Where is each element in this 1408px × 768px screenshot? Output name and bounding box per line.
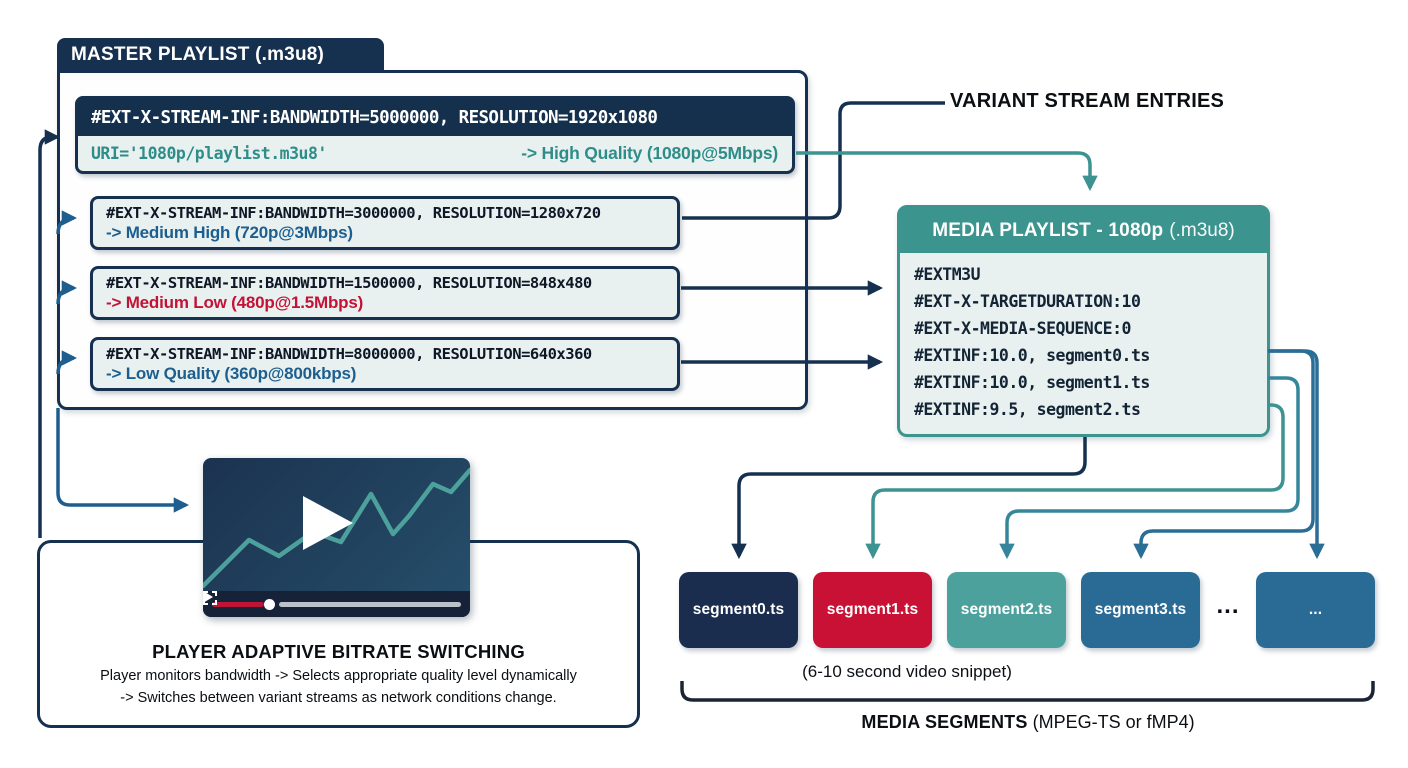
media-playlist-title-suffix: (.m3u8) [1169,219,1235,241]
segment2-box: segment2.ts [947,572,1066,648]
variant-entry-720p-streaminf: #EXT-X-STREAM-INF:BANDWIDTH=3000000, RES… [106,204,601,222]
variant-entry-1080p-quality: -> High Quality (1080p@5Mbps) [521,143,778,163]
playlist-line-extinf-segment2: #EXTINF:9.5, segment2.ts [914,400,1141,419]
segment0-box: segment0.ts [679,572,798,648]
media-playlist-box: MEDIA PLAYLIST - 1080p (.m3u8) #EXTM3U #… [897,205,1270,437]
bitrate-graph [203,467,470,589]
variant-entry-720p: #EXT-X-STREAM-INF:BANDWIDTH=3000000, RES… [90,196,680,250]
media-segments-caption-suffix: (MPEG-TS or fMP4) [1032,712,1195,732]
variant-entry-1080p-uri: URI='1080p/playlist.m3u8' [91,144,327,163]
play-icon [303,496,353,550]
variant-entry-1080p-header: #EXT-X-STREAM-INF:BANDWIDTH=5000000, RES… [78,99,792,136]
progress-knob [264,598,275,610]
variant-entry-480p: #EXT-X-STREAM-INF:BANDWIDTH=1500000, RES… [90,266,680,320]
wire-master-to-player [56,408,190,513]
variant-entry-1080p: #EXT-X-STREAM-INF:BANDWIDTH=5000000, RES… [75,96,795,174]
playlist-line-extinf-segment1: #EXTINF:10.0, segment1.ts [914,373,1150,392]
progress-bar-played [212,601,264,607]
wire-player-to-1080p [38,129,61,538]
wire-1080p-to-media-playlist [796,151,1098,192]
wire-extinf0-to-segmentN [1268,349,1325,560]
video-control-bar [203,591,470,617]
segmentN-box: ... [1256,572,1375,648]
player-description-line2: -> Switches between variant streams as n… [120,690,557,706]
fullscreen-icon [203,591,217,605]
media-playlist-header: MEDIA PLAYLIST - 1080p (.m3u8) [900,208,1267,253]
master-playlist-tab: MASTER PLAYLIST (.m3u8) [57,38,384,72]
variant-stream-entries-label: VARIANT STREAM ENTRIES [950,90,1225,112]
segments-bracket [680,681,1375,702]
variant-entry-720p-quality: -> Medium High (720p@3Mbps) [106,223,353,242]
playlist-line-extm3u: #EXTM3U [914,265,981,284]
snippet-duration-note: (6-10 second video snippet) [802,662,1012,681]
variant-entry-360p: #EXT-X-STREAM-INF:BANDWIDTH=8000000, RES… [90,337,680,391]
video-player-mockup [203,458,470,617]
player-description-line1: Player monitors bandwidth -> Selects app… [100,668,577,684]
media-playlist-title: MEDIA PLAYLIST - 1080p [932,219,1164,241]
variant-entry-360p-quality: -> Low Quality (360p@800kbps) [106,364,357,383]
segment1-box: segment1.ts [813,572,932,648]
playlist-line-targetduration: #EXT-X-TARGETDURATION:10 [914,292,1141,311]
control-play-icon [203,591,213,603]
segments-ellipsis: ... [1216,592,1240,619]
progress-bar-remaining [279,601,461,607]
variant-entry-360p-streaminf: #EXT-X-STREAM-INF:BANDWIDTH=8000000, RES… [106,345,592,363]
media-segments-caption: MEDIA SEGMENTS (MPEG-TS or fMP4) [778,712,1278,733]
playlist-line-extinf-segment0: #EXTINF:10.0, segment0.ts [914,346,1150,365]
segment3-box: segment3.ts [1081,572,1200,648]
variant-entry-480p-quality: -> Medium Low (480p@1.5Mbps) [106,293,364,312]
media-segments-caption-bold: MEDIA SEGMENTS [861,712,1028,732]
variant-entry-480p-streaminf: #EXT-X-STREAM-INF:BANDWIDTH=1500000, RES… [106,274,592,292]
player-title: PLAYER ADAPTIVE BITRATE SWITCHING [152,641,525,662]
playlist-line-mediasequence: #EXT-X-MEDIA-SEQUENCE:0 [914,319,1131,338]
media-playlist-body: #EXTM3U #EXT-X-TARGETDURATION:10 #EXT-X-… [900,253,1267,423]
wire-playlist-to-segment0 [731,437,1087,560]
